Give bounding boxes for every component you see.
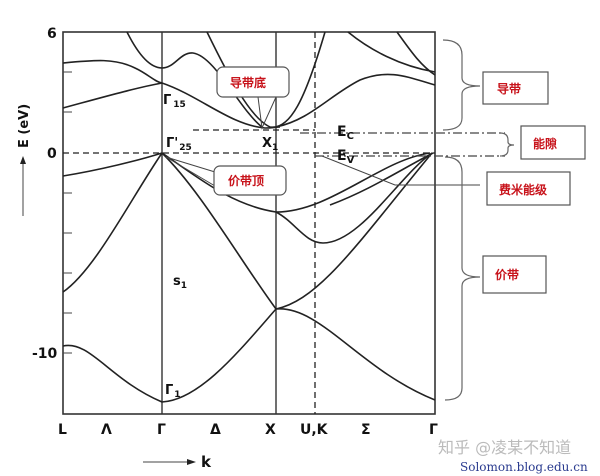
fermi-level-pointer [321, 155, 480, 186]
blog-watermark: Solomon.blog.edu.cn [460, 460, 588, 474]
k-axis-label: k [201, 453, 212, 471]
zhihu-watermark: 知乎 @凌某不知道 [438, 438, 571, 457]
vbm-callout-box [213, 165, 287, 196]
valence-band-L-gamma-light [62, 152, 163, 177]
conduction-band-L-gamma15-lower [62, 82, 163, 109]
valence-band-label: 价带 [495, 267, 519, 282]
fermi-level-box [486, 171, 571, 206]
conduction-band-L-gamma15-upper [62, 59, 163, 84]
fermi-level-label: 费米能级 [499, 182, 547, 197]
valence-band-x-falling [275, 308, 436, 401]
gamma25-label: Γ'25 [166, 136, 192, 153]
vbm-callout-text: 价带顶 [228, 173, 264, 188]
valence-band-gamma-right-extra [329, 152, 434, 206]
band-gap-label: 能隙 [533, 136, 557, 151]
valence-band-x-dip [275, 152, 433, 244]
conduction-band-label: 导带 [497, 81, 521, 96]
k-label-sigma: Σ [361, 422, 371, 438]
valence-band-box [482, 255, 547, 294]
valence-band-gamma-x-lower [161, 152, 277, 310]
band-gap-box [520, 125, 586, 160]
gamma1-label: Γ1 [165, 383, 181, 400]
conduction-band-box [482, 71, 549, 105]
y-tick-0: 0 [47, 146, 57, 162]
k-label-gamma-end: Γ [429, 422, 438, 438]
valence-band-L-gamma-heavy [62, 152, 163, 293]
y-tick-6: 6 [47, 26, 57, 42]
y-tick-minus10: -10 [32, 346, 58, 362]
conduction-band-brace [442, 39, 481, 131]
band-gap-brace [499, 132, 515, 157]
valence-band-x-rising [275, 152, 433, 310]
conduction-band-top-right-1 [347, 31, 436, 73]
valence-band-x-gamma-upper [275, 152, 431, 213]
k-label-L: L [58, 422, 67, 438]
plot-frame [62, 31, 436, 415]
x1-label: X1 [262, 136, 278, 153]
y-axis-arrow-head [20, 156, 26, 164]
k-axis-arrow-head [187, 459, 196, 465]
k-label-UK: U,K [300, 422, 329, 438]
vbm-callout-pointer [165, 156, 216, 187]
cbm-callout-text: 导带底 [230, 75, 266, 90]
conduction-band-top-right-2 [396, 31, 436, 76]
ev-label: EV [337, 148, 355, 166]
y-axis-label: E (eV) [17, 104, 32, 148]
cbm-callout-box [216, 66, 290, 98]
k-label-gamma: Γ [157, 422, 166, 438]
conduction-band-x-gamma-rising [275, 73, 436, 128]
k-point-labels: L Λ Γ Δ X U,K Σ Γ [58, 422, 438, 438]
k-label-X: X [265, 422, 276, 438]
cbm-callout-pointer [257, 96, 277, 130]
valence-band-brace [444, 156, 481, 401]
ec-label: EC [337, 124, 354, 142]
valence-band-lowest [62, 308, 277, 403]
s1-label: s1 [173, 274, 187, 291]
y-tick-marks [63, 71, 72, 354]
k-label-lambda: Λ [101, 422, 112, 438]
k-label-delta: Δ [210, 422, 221, 438]
